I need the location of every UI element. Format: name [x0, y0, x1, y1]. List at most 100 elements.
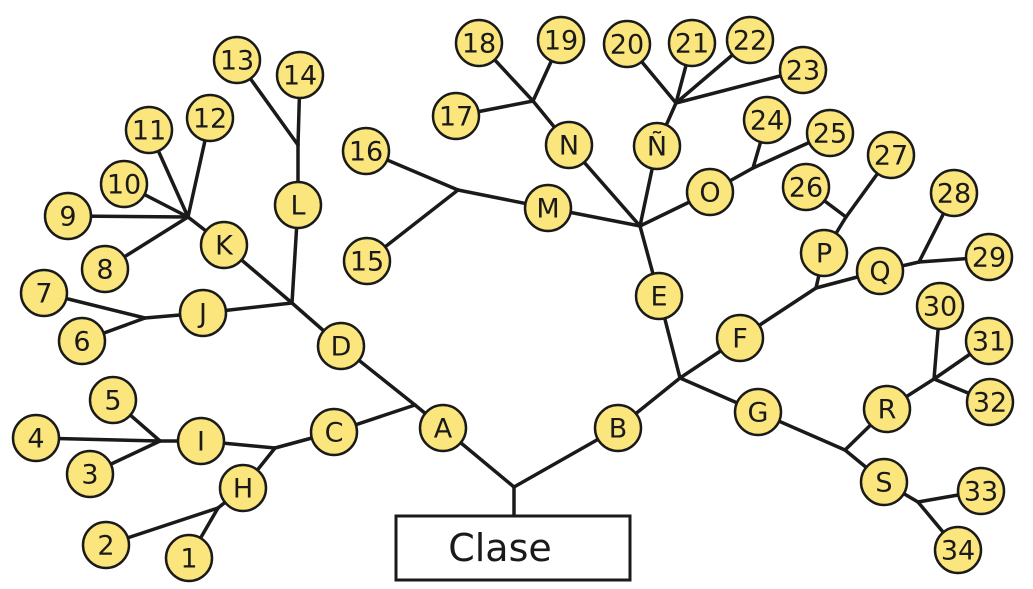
- node-label: 27: [874, 141, 908, 172]
- node-circle: [915, 281, 965, 331]
- node-clade-r: R: [862, 384, 912, 434]
- node-circle: [431, 91, 481, 141]
- node-label: F: [732, 324, 748, 355]
- node-taxon-20: 20: [602, 19, 652, 69]
- node-circle: [81, 520, 131, 570]
- node-label: 10: [107, 170, 141, 201]
- node-circle: [742, 95, 792, 145]
- node-circle: [99, 159, 149, 209]
- node-circle: [933, 525, 983, 575]
- node-taxon-24: 24: [742, 95, 792, 145]
- node-taxon-32: 32: [965, 377, 1015, 427]
- node-clade-j: J: [178, 288, 228, 338]
- node-taxon-13: 13: [212, 35, 262, 85]
- node-clade-e: E: [634, 271, 684, 321]
- node-label: 11: [132, 116, 166, 147]
- node-clade-l: L: [273, 180, 323, 230]
- node-taxon-12: 12: [185, 93, 235, 143]
- node-circle: [178, 288, 228, 338]
- node-taxon-27: 27: [866, 130, 916, 180]
- node-clade-q: Q: [855, 246, 905, 296]
- node-taxon-33: 33: [956, 466, 1006, 516]
- node-label: 24: [750, 106, 784, 137]
- node-label: 6: [73, 327, 90, 358]
- node-circle: [632, 121, 682, 171]
- node-label: 5: [104, 386, 121, 417]
- node-taxon-4: 4: [11, 413, 61, 463]
- node-taxon-9: 9: [43, 191, 93, 241]
- node-label: 29: [972, 243, 1006, 274]
- node-taxon-15: 15: [342, 236, 392, 286]
- node-label: 15: [350, 247, 384, 278]
- root-box: [394, 514, 632, 582]
- node-label: I: [197, 427, 205, 458]
- node-label: L: [290, 191, 305, 222]
- node-label: 9: [59, 202, 76, 233]
- node-taxon-18: 18: [454, 18, 504, 68]
- node-circle: [667, 18, 717, 68]
- node-label: 34: [941, 536, 975, 567]
- node-label: 20: [610, 30, 644, 61]
- node-taxon-7: 7: [19, 268, 69, 318]
- node-circle: [855, 246, 905, 296]
- node-circle: [523, 183, 573, 233]
- node-circle: [956, 466, 1006, 516]
- node-taxon-22: 22: [725, 15, 775, 65]
- root-label: Clase: [448, 526, 552, 570]
- node-clade-enye: Ñ: [632, 121, 682, 171]
- node-label: 30: [923, 292, 957, 323]
- node-label: 8: [96, 255, 113, 286]
- node-label: 32: [973, 388, 1007, 419]
- node-circle: [418, 403, 468, 453]
- node-clade-b: B: [593, 403, 643, 453]
- node-label: N: [559, 131, 579, 162]
- node-label: 7: [35, 279, 52, 310]
- node-circle: [88, 375, 138, 425]
- node-clade-n: N: [544, 120, 594, 170]
- node-circle: [199, 220, 249, 270]
- node-taxon-10: 10: [99, 159, 149, 209]
- node-clade-h: H: [218, 463, 268, 513]
- node-clade-a: A: [418, 403, 468, 453]
- node-taxon-1: 1: [164, 533, 214, 583]
- node-taxon-5: 5: [88, 375, 138, 425]
- node-circle: [19, 268, 69, 318]
- node-label: 16: [349, 137, 383, 168]
- node-label: 2: [97, 531, 114, 562]
- node-clade-g: G: [733, 387, 783, 437]
- node-label: O: [699, 178, 720, 209]
- node-circle: [536, 15, 586, 65]
- node-label: P: [816, 239, 832, 270]
- node-taxon-16: 16: [341, 126, 391, 176]
- node-circle: [781, 162, 831, 212]
- node-circle: [964, 232, 1014, 282]
- node-label: 31: [972, 327, 1006, 358]
- node-label: 3: [81, 460, 98, 491]
- node-label: 23: [786, 56, 820, 87]
- node-label: 4: [27, 424, 44, 455]
- node-clade-m: M: [523, 183, 573, 233]
- node-circle: [342, 236, 392, 286]
- node-circle: [212, 35, 262, 85]
- node-label: 14: [283, 61, 317, 92]
- node-circle: [805, 108, 855, 158]
- node-label: 13: [220, 46, 254, 77]
- node-label: D: [331, 332, 352, 363]
- node-circle: [778, 45, 828, 95]
- node-label: Ñ: [647, 131, 667, 163]
- node-clade-p: P: [799, 228, 849, 278]
- node-taxon-34: 34: [933, 525, 983, 575]
- node-label: 1: [180, 544, 197, 575]
- node-circle: [685, 167, 735, 217]
- node-circle: [273, 180, 323, 230]
- node-label: 12: [193, 104, 227, 135]
- node-label: 28: [937, 179, 971, 210]
- node-circle: [185, 93, 235, 143]
- node-circle: [799, 228, 849, 278]
- node-circle: [65, 449, 115, 499]
- node-label: K: [215, 231, 234, 262]
- node-label: 19: [544, 26, 578, 57]
- node-label: E: [650, 282, 667, 313]
- node-circle: [341, 126, 391, 176]
- node-taxon-17: 17: [431, 91, 481, 141]
